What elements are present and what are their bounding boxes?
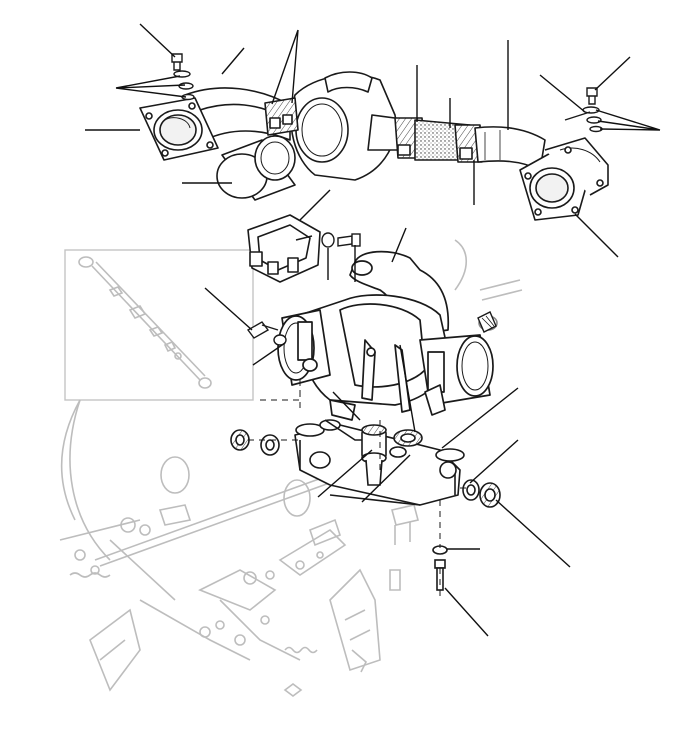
ghost-spring-2: [284, 646, 318, 654]
ghost-spring-1: [69, 572, 111, 578]
leader-bolt-top-left: [139, 23, 176, 58]
leader-right-seal: [469, 439, 519, 484]
right-plug-stack: [462, 479, 501, 508]
ghost-pipe: [479, 279, 523, 301]
ghost-disc-2: [283, 479, 311, 517]
ghost-long-rod: [94, 474, 331, 561]
leader-bolt-top-right: [594, 56, 631, 91]
ghost-cable: [69, 399, 111, 561]
leader-left-arm: [332, 391, 361, 421]
sensor-washer: [321, 232, 335, 248]
leader-washers-top-left: [115, 75, 187, 98]
bolt-top-left: [171, 53, 183, 71]
ghost-bracket-1: [89, 608, 141, 692]
left-blanking-plug: [230, 429, 250, 451]
left-seal-ring: [260, 434, 280, 456]
leader-clamps-top: [271, 29, 299, 105]
washer-top-right-2: [586, 116, 602, 124]
ghost-lever-1: [198, 569, 277, 611]
leader-hose-top: [221, 47, 245, 75]
inset-detail-box: [64, 249, 254, 401]
leader-stepper: [317, 449, 373, 498]
ghost-linkage-assembly: [59, 239, 523, 697]
leader-throttle-barrel: [252, 342, 286, 366]
ghost-disc-1: [160, 456, 190, 494]
leader-throttle-elbow: [391, 227, 407, 263]
leader-oring: [361, 454, 411, 503]
leader-throttle-plug: [204, 287, 253, 331]
leader-right-plug: [495, 499, 571, 568]
air-intake-assembly: [139, 71, 609, 221]
leader-right-valve: [441, 387, 519, 449]
sensor-screw: [321, 232, 361, 248]
leader-sensor: [299, 189, 331, 221]
throttle-bolt-right: [477, 311, 497, 333]
explode-lines: [248, 375, 470, 600]
seat-valve: [389, 429, 423, 458]
throttle-plug-left: [246, 321, 287, 346]
left-collar: [216, 135, 296, 201]
leader-right-bracket: [539, 74, 586, 113]
bolt-top-right: [586, 87, 598, 105]
leader-linkage: [399, 344, 416, 433]
washer-top-left-2: [178, 82, 194, 90]
ghost-bracket-2: [329, 568, 381, 672]
leader-washers-top-right: [595, 109, 661, 131]
washer-top-left-1: [173, 70, 191, 78]
inset-rod: [78, 256, 212, 389]
seat-oring: [389, 446, 407, 458]
leader-lines: [85, 23, 661, 637]
leader-right-flange: [574, 213, 619, 258]
throttle-position-sensor: [247, 214, 321, 283]
throttle-body: [277, 250, 494, 421]
left-clamp: [264, 97, 299, 136]
leader-lower-bolt: [444, 587, 489, 637]
